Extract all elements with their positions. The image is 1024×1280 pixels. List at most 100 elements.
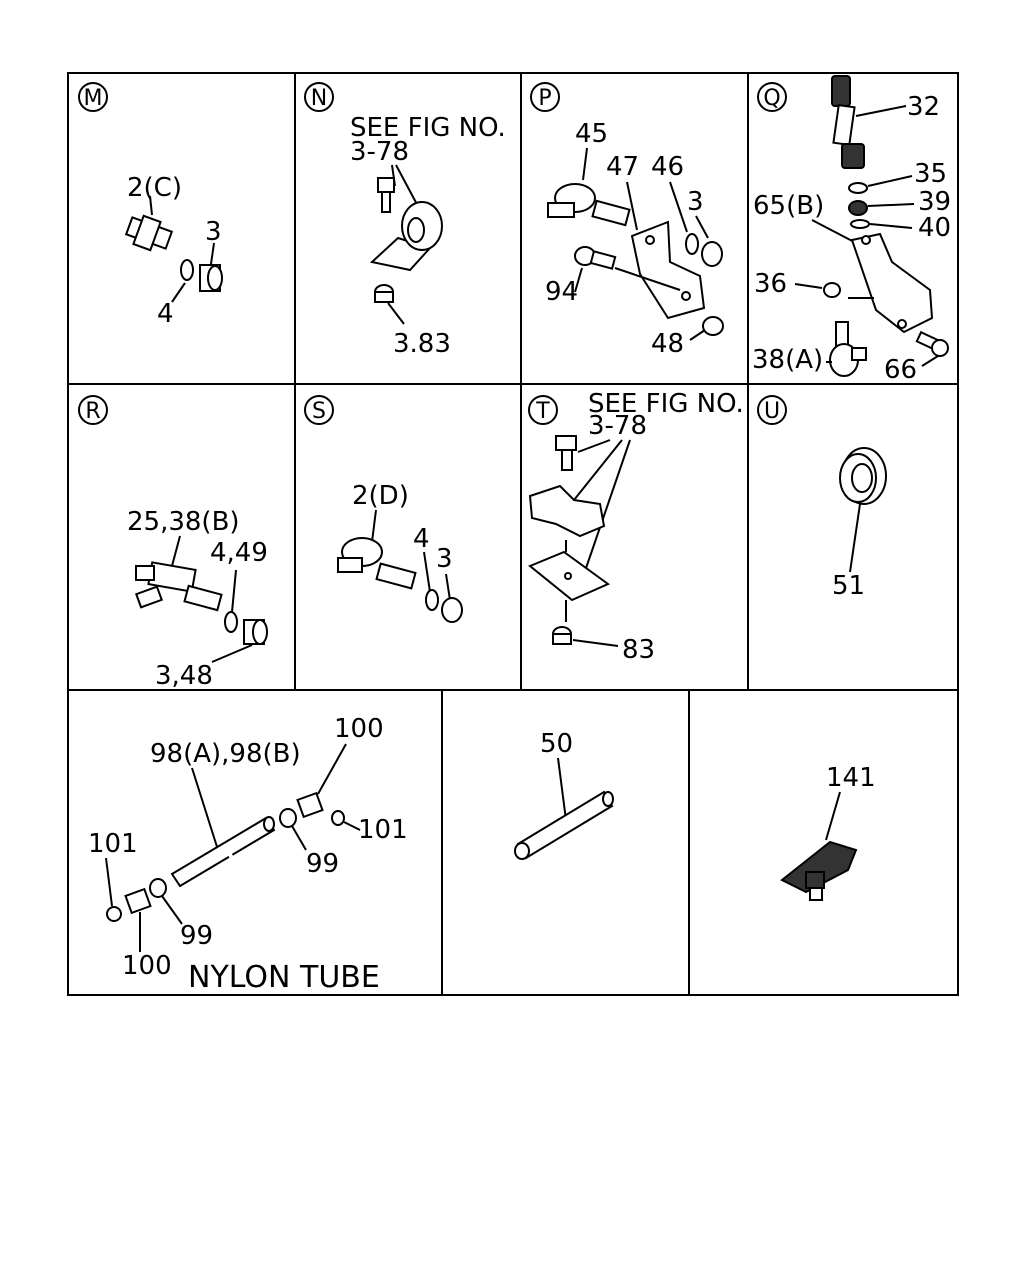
label-65b: 65(B) — [753, 191, 824, 221]
panel-letter-t: T — [535, 399, 550, 424]
clamp-t — [528, 484, 606, 538]
panel-q: Q 32 35 39 40 65(B) 36 3 — [752, 75, 951, 385]
see-fig-text-t: SEE FIG NO. — [588, 389, 744, 419]
label-47: 47 — [606, 152, 639, 182]
panel-letter-r: R — [85, 399, 100, 424]
nut-83 — [552, 626, 572, 645]
bolt — [377, 177, 395, 213]
bolt-66 — [915, 330, 949, 357]
bracket-65b — [850, 232, 934, 334]
washer-4 — [180, 259, 194, 281]
fitting-141 — [780, 840, 858, 901]
label-3: 3 — [205, 217, 222, 247]
washer-46 — [685, 233, 699, 255]
label-100-bottom: 100 — [122, 951, 172, 981]
label-2c: 2(C) — [127, 173, 182, 203]
panel-rod: 50 — [514, 729, 614, 860]
panel-letter-m: M — [84, 86, 103, 111]
nut-99-bottom — [149, 878, 167, 898]
label-383: 3.83 — [393, 329, 451, 359]
bracket-clamp — [369, 201, 443, 272]
nut-3-48 — [243, 619, 268, 645]
nut-3-p — [701, 241, 723, 267]
panel-letter-n: N — [311, 86, 327, 111]
panel-letter-u: U — [764, 399, 780, 424]
label-45: 45 — [575, 119, 608, 149]
rod-50 — [514, 790, 614, 860]
panel-u: U 51 — [757, 395, 887, 601]
label-46: 46 — [651, 152, 684, 182]
tee-fitting-2d — [337, 537, 417, 590]
label-36: 36 — [754, 269, 787, 299]
nut-39 — [848, 200, 868, 216]
label-38a: 38(A) — [752, 345, 823, 375]
bolt-94 — [574, 246, 617, 270]
nut-99-top — [279, 808, 297, 828]
label-101-top: 101 — [358, 815, 408, 845]
fitting-2c — [124, 195, 174, 252]
label-32: 32 — [907, 92, 940, 122]
label-99-top: 99 — [306, 849, 339, 879]
label-4: 4 — [157, 299, 174, 329]
label-48: 48 — [651, 329, 684, 359]
label-51: 51 — [832, 571, 865, 601]
panel-r: R 25,38(B) 4,49 3,48 — [78, 395, 268, 691]
panel-s: S 2(D) 4 3 — [304, 395, 463, 623]
panel-p: P 45 47 46 3 94 — [530, 82, 724, 359]
panel-letter-q: Q — [763, 86, 780, 111]
label-4-49: 4,49 — [210, 538, 268, 568]
label-3-48: 3,48 — [155, 661, 213, 691]
sleeve-100-bottom — [124, 887, 152, 915]
panel-letter-s: S — [312, 399, 326, 424]
insert-101-top — [331, 810, 345, 826]
nut-3s — [441, 597, 463, 623]
label-40: 40 — [918, 213, 951, 243]
washer-4-49 — [224, 611, 238, 633]
label-99-bottom: 99 — [180, 921, 213, 951]
nut-383 — [374, 284, 394, 303]
plate-t — [528, 550, 610, 602]
label-100-top: 100 — [334, 714, 384, 744]
label-101-bottom: 101 — [88, 829, 138, 859]
label-39: 39 — [918, 187, 951, 217]
label-4s: 4 — [413, 524, 430, 554]
diagram-grid — [67, 72, 959, 996]
label-98: 98(A),98(B) — [150, 739, 301, 769]
label-3s: 3 — [436, 544, 453, 574]
grommet-51 — [839, 447, 887, 505]
panel-m: M 2(C) 4 3 — [78, 82, 223, 329]
washer-35 — [848, 182, 868, 194]
cross-fitting — [134, 561, 223, 612]
bracket-47 — [630, 220, 706, 320]
insert-101-bottom — [106, 906, 122, 922]
nut-48 — [702, 316, 724, 336]
hose-32 — [831, 75, 865, 169]
tee-fitting-45 — [547, 183, 631, 227]
see-fig-text: SEE FIG NO. — [350, 113, 506, 143]
nylon-tube-title: NYLON TUBE — [188, 960, 380, 995]
washer-4s — [425, 589, 439, 611]
panel-nylon-tube: 98(A),98(B) 100 99 101 101 100 9 — [88, 714, 408, 995]
label-2d: 2(D) — [352, 481, 409, 511]
washer-40 — [850, 219, 870, 229]
panel-n: N SEE FIG NO. 3-78 3.83 — [304, 82, 506, 359]
nut-3 — [199, 264, 223, 292]
label-35: 35 — [914, 159, 947, 189]
bolt-t — [555, 435, 577, 471]
see-fig-number: 3-78 — [350, 137, 409, 167]
elbow-38a — [829, 321, 867, 377]
sleeve-100-top — [296, 791, 324, 819]
label-83: 83 — [622, 635, 655, 665]
label-141: 141 — [826, 763, 876, 793]
label-66: 66 — [884, 355, 917, 385]
label-25-38b: 25,38(B) — [127, 507, 240, 537]
panel-letter-p: P — [538, 86, 551, 111]
see-fig-number-t: 3-78 — [588, 411, 647, 441]
label-50: 50 — [540, 729, 573, 759]
label-3p: 3 — [687, 187, 704, 217]
nylon-tube — [170, 816, 276, 888]
panel-t: T SEE FIG NO. 3-78 83 — [528, 389, 744, 665]
panel-fitting-141: 141 — [780, 763, 876, 901]
label-94: 94 — [545, 277, 578, 307]
